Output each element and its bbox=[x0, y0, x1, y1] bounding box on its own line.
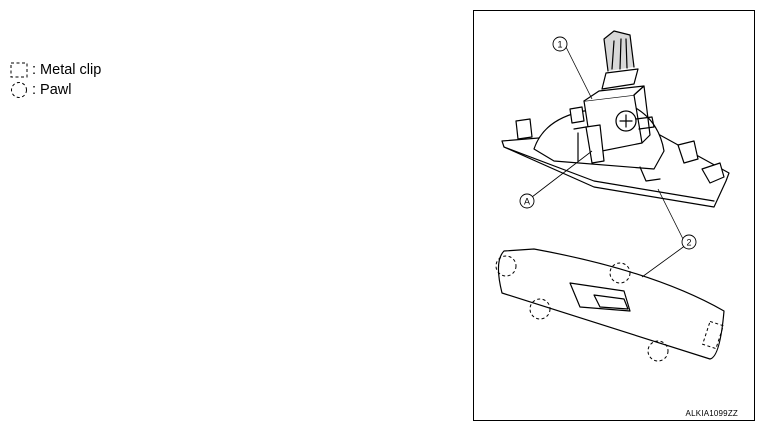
switch-connector bbox=[601, 68, 639, 90]
panel-button-recess bbox=[569, 282, 631, 312]
callout-a-circle bbox=[519, 193, 535, 209]
leader-line-a bbox=[531, 150, 593, 198]
metal-clip-marker bbox=[702, 320, 724, 350]
callout-1-label: 1 bbox=[557, 40, 562, 50]
wire-harness bbox=[603, 30, 635, 72]
pawl-symbol-icon bbox=[11, 82, 27, 98]
right-tab bbox=[677, 140, 699, 164]
legend-pawl-label: : Pawl bbox=[32, 82, 72, 98]
leader-line-2-upper bbox=[657, 188, 687, 246]
image-code: ALKIA1099ZZ bbox=[685, 409, 738, 418]
figure-frame: 1 A 2 ALKIA1099ZZ bbox=[473, 10, 755, 421]
legend-metal-clip: : Metal clip bbox=[9, 60, 101, 80]
tab-a bbox=[585, 124, 605, 164]
pawl-marker bbox=[609, 262, 631, 284]
leader-line-1 bbox=[565, 46, 593, 100]
left-tab bbox=[515, 118, 533, 140]
pawl-marker bbox=[495, 255, 517, 277]
assembly-illustration: 1 A 2 bbox=[495, 30, 730, 362]
callout-a-label: A bbox=[524, 197, 530, 207]
metal-clip-symbol-icon bbox=[10, 62, 28, 78]
callout-1-circle bbox=[552, 36, 568, 52]
leader-line-2-lower bbox=[641, 244, 687, 278]
pawl-marker bbox=[647, 340, 669, 362]
legend: : Metal clip : Pawl bbox=[9, 60, 101, 100]
callout-2-circle bbox=[681, 234, 697, 250]
pawl-marker bbox=[529, 298, 551, 320]
legend-pawl: : Pawl bbox=[9, 80, 101, 100]
callout-2-label: 2 bbox=[686, 238, 691, 248]
legend-metal-clip-label: : Metal clip bbox=[32, 62, 102, 78]
